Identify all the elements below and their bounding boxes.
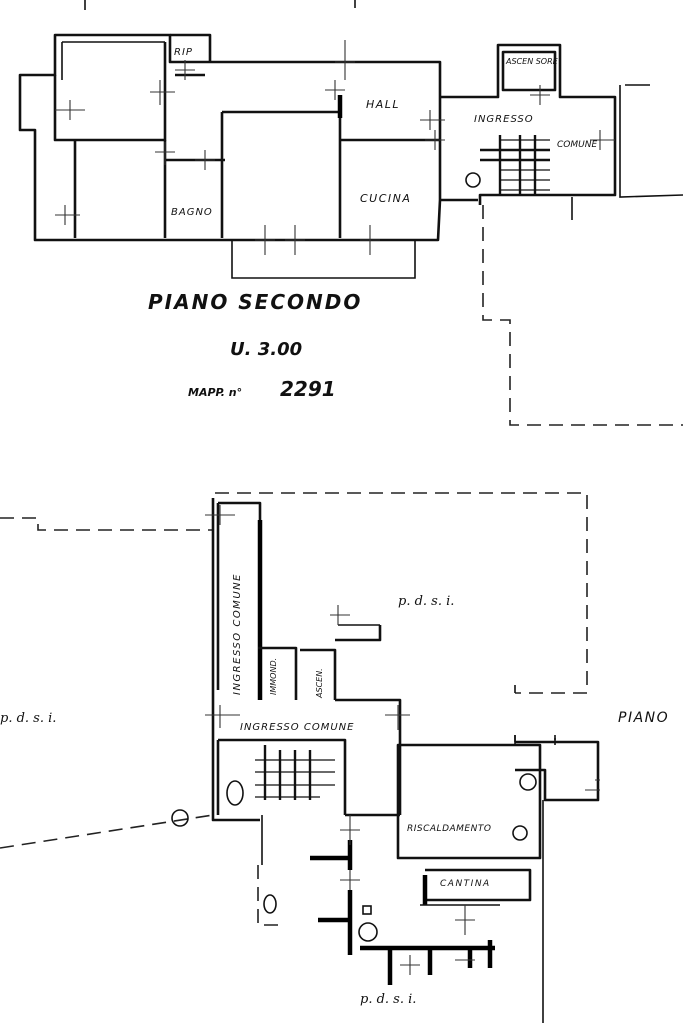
staircase-lower xyxy=(255,745,335,800)
room-label-ingresso-comune: INGRESSO COMUNE xyxy=(240,722,354,733)
plan-title: PIANO SECONDO xyxy=(148,290,362,314)
pillar-symbol xyxy=(362,905,372,915)
property-boundary xyxy=(215,492,588,694)
room-label-cucina: CUCINA xyxy=(360,192,411,205)
wall xyxy=(61,41,165,80)
column-symbol xyxy=(519,773,537,791)
room-label-riscaldamento: RISCALDAMENTO xyxy=(407,824,491,834)
wall xyxy=(218,738,347,815)
room-label-ascensore: ASCEN SORE xyxy=(505,57,559,66)
boiler-room-wall xyxy=(396,743,542,860)
outer-wall xyxy=(18,33,442,242)
room-label-ingresso-comune-vertical: INGRESSO COMUNE xyxy=(232,573,243,695)
area-label-pdsi-top: p. d. s. i. xyxy=(398,594,454,609)
stair-core-wall xyxy=(440,43,617,205)
wall xyxy=(619,85,683,198)
property-boundary xyxy=(0,517,213,531)
wall xyxy=(335,625,382,642)
area-label-pdsi-bottom: p. d. s. i. xyxy=(360,992,416,1007)
column-symbol xyxy=(512,825,528,841)
column-symbol xyxy=(465,172,481,188)
wall xyxy=(53,42,167,142)
wall xyxy=(300,648,337,700)
area-label-pdsi-left: p. d. s. i. xyxy=(0,711,56,726)
room-label-rip: RIP xyxy=(174,47,193,58)
property-boundary xyxy=(257,865,280,926)
wall xyxy=(220,110,342,238)
wall xyxy=(258,646,298,700)
room-label-ascensore-lower: ASCEN. xyxy=(315,668,324,699)
wall xyxy=(515,740,600,802)
wall xyxy=(335,698,402,815)
balcony xyxy=(231,240,416,279)
column-symbol xyxy=(263,894,277,914)
window-marks xyxy=(205,505,600,975)
wall xyxy=(170,33,212,62)
room-label-comune: COMUNE xyxy=(557,140,597,150)
room-label-immondizia: IMMOND. xyxy=(269,658,278,695)
column-symbol xyxy=(226,780,244,806)
column-symbol xyxy=(358,922,378,942)
elevator-shaft xyxy=(501,50,557,92)
room-label-bagno: BAGNO xyxy=(171,207,213,218)
room-label-hall: HALL xyxy=(366,98,400,111)
column-symbol xyxy=(171,809,189,827)
wall xyxy=(211,498,260,822)
mapp-label: MAPP. n° xyxy=(188,386,242,399)
lower-partitions xyxy=(310,840,500,985)
staircase-upper xyxy=(480,135,550,195)
wall xyxy=(514,735,556,745)
property-boundary xyxy=(482,205,683,426)
upper-plan: RIP ASCEN SORE HALL INGRESSO COMUNE BAGN… xyxy=(18,0,683,426)
window-marks xyxy=(55,40,615,255)
property-boundary xyxy=(0,814,214,849)
room-label-cantina: CANTINA xyxy=(440,879,491,889)
unit-label: U. 3.00 xyxy=(230,339,302,360)
plan-edge-label: PIANO xyxy=(618,710,669,726)
lower-plan: p. d. s. i. INGRESSO COMUNE IMMOND. ASCE… xyxy=(0,492,669,1023)
room-label-ingresso: INGRESSO xyxy=(474,114,534,125)
cellar-wall xyxy=(425,868,532,902)
mapp-number: 2291 xyxy=(280,377,336,401)
